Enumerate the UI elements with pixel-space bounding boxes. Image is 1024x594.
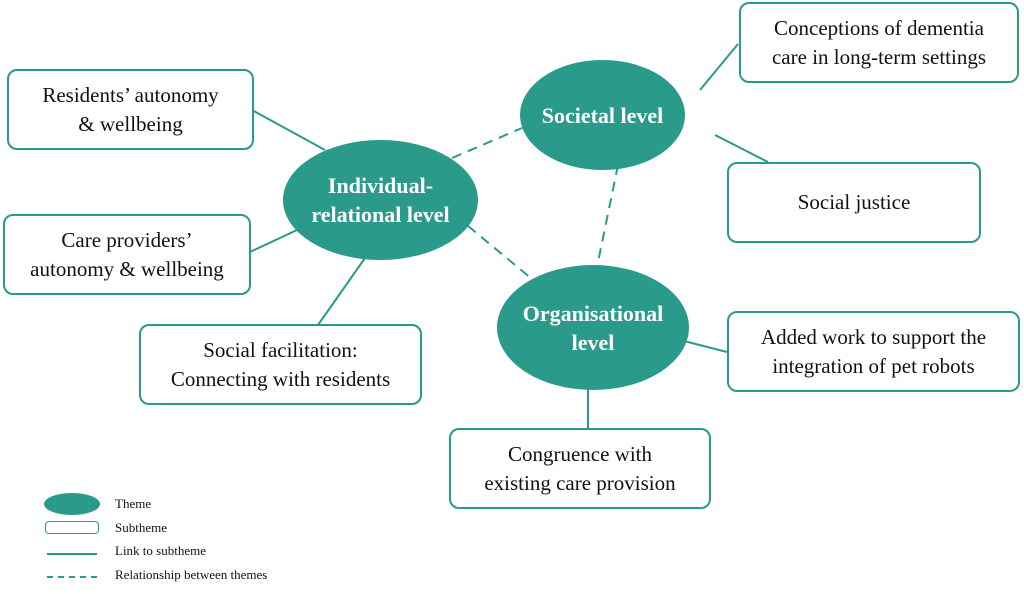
legend-link-icon bbox=[47, 553, 97, 555]
subtheme-label-line1: Social justice bbox=[797, 190, 911, 214]
link-residents-autonomy bbox=[251, 109, 326, 151]
subtheme-label-line1: Care providers’ bbox=[61, 227, 193, 252]
subtheme-congruence: Congruence with existing care provision bbox=[449, 428, 711, 509]
link-conceptions bbox=[699, 43, 739, 91]
subtheme-conceptions-of-dementia-care: Conceptions of dementia care in long-ter… bbox=[739, 2, 1019, 83]
subtheme-label-line1: Social facilitation: bbox=[203, 337, 358, 362]
subtheme-social-facilitation: Social facilitation: Connecting with res… bbox=[139, 324, 422, 405]
theme-label-line1: Individual- bbox=[327, 173, 434, 198]
legend-subtheme-label: Subtheme bbox=[115, 520, 167, 535]
subtheme-added-work: Added work to support the integration of… bbox=[727, 311, 1020, 392]
theme-label-line1: Societal level bbox=[541, 102, 664, 128]
theme-individual-relational-level: Individual- relational level bbox=[283, 140, 478, 260]
link-social-facilitation bbox=[317, 257, 366, 326]
subtheme-label-line1: Residents’ autonomy bbox=[42, 82, 219, 107]
legend-theme-icon bbox=[44, 493, 100, 515]
subtheme-care-providers-autonomy: Care providers’ autonomy & wellbeing bbox=[3, 214, 251, 295]
subtheme-label-line2: existing care provision bbox=[484, 470, 676, 495]
theme-label-line1: Organisational bbox=[522, 300, 664, 326]
legend-link-label: Link to subtheme bbox=[115, 543, 206, 558]
subtheme-label-line1: Added work to support the bbox=[760, 324, 987, 349]
link-care-providers bbox=[249, 229, 298, 253]
subtheme-label-line2: care in long-term settings bbox=[771, 44, 987, 69]
theme-label-line2: level bbox=[571, 329, 615, 355]
subtheme-label-line1: Conceptions of dementia bbox=[774, 15, 984, 40]
theme-label-line2: relational level bbox=[311, 202, 450, 227]
theme-societal-level: Societal level bbox=[520, 60, 685, 170]
link-social-justice bbox=[714, 134, 769, 163]
subtheme-label-line2: & wellbeing bbox=[78, 111, 183, 136]
theme-organisational-level: Organisational level bbox=[497, 265, 689, 390]
relationship-individual-organisational bbox=[467, 225, 533, 280]
relationship-societal-organisational bbox=[596, 164, 619, 268]
subtheme-residents-autonomy: Residents’ autonomy & wellbeing bbox=[7, 69, 254, 150]
subtheme-label-line1: Congruence with bbox=[507, 441, 653, 466]
subtheme-label-line2: autonomy & wellbeing bbox=[30, 256, 224, 281]
subtheme-label-line2: Connecting with residents bbox=[170, 366, 391, 391]
legend-subtheme-icon bbox=[45, 521, 99, 534]
legend-relationship-icon bbox=[47, 576, 97, 578]
relationship-individual-societal bbox=[451, 127, 523, 159]
legend-theme-label: Theme bbox=[115, 496, 152, 511]
subtheme-label-line2: integration of pet robots bbox=[772, 353, 975, 378]
link-added-work bbox=[679, 339, 728, 353]
subtheme-social-justice: Social justice bbox=[727, 162, 981, 243]
legend-relationship-label: Relationship between themes bbox=[115, 567, 268, 582]
